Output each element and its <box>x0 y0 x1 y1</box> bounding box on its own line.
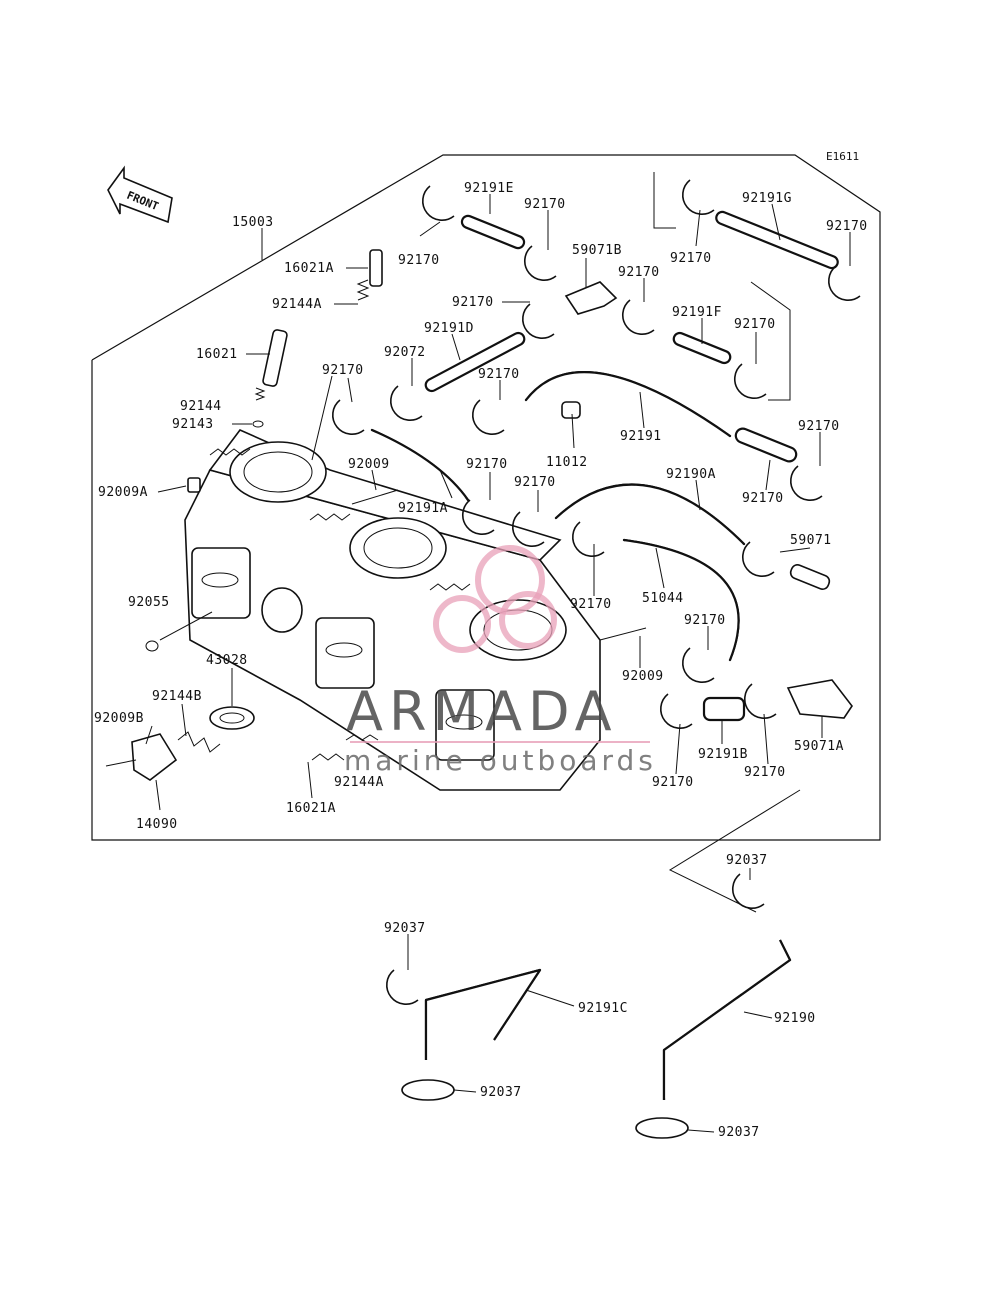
front-arrow-icon: FRONT <box>107 165 173 224</box>
part-label: 92191 <box>620 429 662 444</box>
assembly-frame <box>91 154 881 841</box>
part-label: 92170 <box>322 363 364 378</box>
part-label: 92009 <box>622 669 664 684</box>
part-label: 92191D <box>424 321 474 336</box>
part-label: 92191G <box>742 191 792 206</box>
part-label: 16021A <box>284 261 334 276</box>
part-label: 92190 <box>774 1011 816 1026</box>
part-label: 92170 <box>570 597 612 612</box>
part-label: 92037 <box>384 921 426 936</box>
part-label: 92170 <box>398 253 440 268</box>
part-label: 16021A <box>286 801 336 816</box>
part-label: 92037 <box>726 853 768 868</box>
part-label: 92191B <box>698 747 748 762</box>
part-label: 92170 <box>618 265 660 280</box>
armada-logo-icon <box>433 545 557 653</box>
watermark-subtitle: marine outboards <box>344 744 657 777</box>
part-label: 14090 <box>136 817 178 832</box>
part-label: 59071A <box>794 739 844 754</box>
part-label: 16021 <box>196 347 238 362</box>
part-label: 92170 <box>466 457 508 472</box>
part-label: 92037 <box>718 1125 760 1140</box>
part-label: 92170 <box>670 251 712 266</box>
part-label: 92009B <box>94 711 144 726</box>
part-label: 59071B <box>572 243 622 258</box>
part-label: 92055 <box>128 595 170 610</box>
part-label: 92170 <box>742 491 784 506</box>
part-label: 92170 <box>514 475 556 490</box>
watermark: ARMADA marine outboards <box>344 545 657 777</box>
part-label: 92170 <box>452 295 494 310</box>
part-label: 92170 <box>826 219 868 234</box>
fittings <box>561 281 853 719</box>
part-label: 15003 <box>232 215 274 230</box>
part-label: 43028 <box>206 653 248 668</box>
bracket-lines <box>653 172 801 913</box>
part-label: 92144A <box>272 297 322 312</box>
clamps <box>331 179 861 1139</box>
part-label: 92191E <box>464 181 514 196</box>
part-label: 92170 <box>744 765 786 780</box>
part-label: 92190A <box>666 467 716 482</box>
part-label: 92009 <box>348 457 390 472</box>
part-label: 92191C <box>578 1001 628 1016</box>
part-label: 92144 <box>180 399 222 414</box>
part-label: 92144A <box>334 775 384 790</box>
part-label: 92170 <box>652 775 694 790</box>
part-label: 92037 <box>480 1085 522 1100</box>
part-label: 92143 <box>172 417 214 432</box>
part-label: 59071 <box>790 533 832 548</box>
part-label: 92170 <box>734 317 776 332</box>
watermark-title: ARMADA <box>346 680 618 743</box>
part-label: 92170 <box>524 197 566 212</box>
part-label: 92191A <box>398 501 448 516</box>
part-label: 92191F <box>672 305 722 320</box>
part-label: 92170 <box>798 419 840 434</box>
part-label: 92072 <box>384 345 426 360</box>
part-label: 92009A <box>98 485 148 500</box>
part-label: 51044 <box>642 591 684 606</box>
part-label: 11012 <box>546 455 588 470</box>
left-small-parts <box>105 249 383 781</box>
part-label: 92170 <box>478 367 520 382</box>
diagram-code: E1611 <box>826 150 859 163</box>
part-label: 92144B <box>152 689 202 704</box>
part-labels: 15003 16021A 92144A 16021 92144 92143 92… <box>94 181 868 1140</box>
part-label: 92170 <box>684 613 726 628</box>
hoses <box>370 210 839 1100</box>
leader-lines <box>145 194 851 1133</box>
